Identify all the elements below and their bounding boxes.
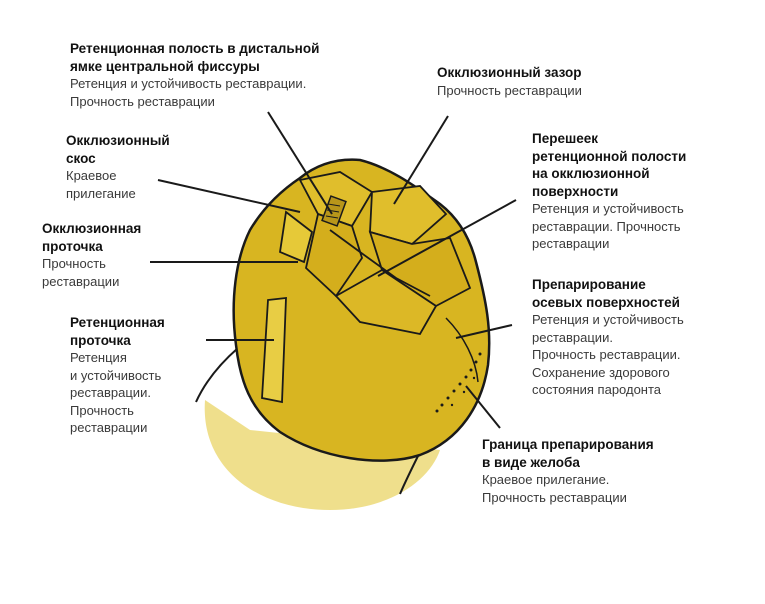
title-line: Граница препарирования xyxy=(482,437,654,452)
leader-occlusal-bevel xyxy=(157,179,301,213)
leader-distal-pit xyxy=(267,111,333,215)
label-occlusal-clearance: Окклюзионный зазор Прочность реставрации xyxy=(437,64,582,99)
title-line: ретенционной полости xyxy=(532,148,687,164)
desc-line: Сохранение здорового xyxy=(532,364,670,380)
desc-line: реставрации. xyxy=(532,329,613,345)
title-line: на окклюзионной xyxy=(532,166,650,181)
title-line: Окклюзионная xyxy=(42,221,142,236)
desc-line: Прочность xyxy=(70,402,134,418)
title-line: Препарирование xyxy=(532,277,646,292)
label-axial-prep: Препарирование осевых поверхностей Ретен… xyxy=(532,276,684,399)
title-line: в виде желоба xyxy=(482,454,580,470)
desc-line: Краевое прилегание. xyxy=(482,472,610,487)
title-line: проточка xyxy=(70,332,131,348)
desc-line: Ретенция xyxy=(70,350,127,365)
label-chamfer-margin: Граница препарирования в виде желоба Кра… xyxy=(482,436,654,506)
desc-line: Ретенция и устойчивость реставрации. xyxy=(70,76,307,91)
title-line: Ретенционная xyxy=(70,315,165,330)
label-isthmus: Перешеек ретенционной полости на окклюзи… xyxy=(532,130,686,253)
desc-line: Прочность реставрации xyxy=(437,82,582,98)
title-line: ямке центральной фиссуры xyxy=(70,58,260,74)
title-line: Перешеек xyxy=(532,131,598,146)
desc-line: Краевое xyxy=(66,168,117,183)
title-line: осевых поверхностей xyxy=(532,294,680,310)
desc-line: реставрации xyxy=(70,420,148,435)
root-outline-left xyxy=(195,347,239,403)
desc-line: состояния пародонта xyxy=(532,382,662,397)
central-fissure xyxy=(329,229,431,297)
leader-occlusal-clearance xyxy=(393,115,449,205)
occlusal-bevel-step xyxy=(279,210,314,264)
desc-line: реставрации. Прочность xyxy=(532,218,681,234)
title-line: скос xyxy=(66,150,96,166)
occlusal-facet-3 xyxy=(305,212,363,298)
desc-line: реставрации xyxy=(42,273,120,289)
desc-line: Прочность xyxy=(42,256,106,271)
desc-line: Ретенция и устойчивость xyxy=(532,312,684,327)
desc-line: реставрации xyxy=(532,236,610,251)
root-shadow xyxy=(204,400,440,510)
title-line: Окклюзионный xyxy=(66,133,170,148)
desc-line: Прочность реставрации xyxy=(70,93,215,109)
desc-line: прилегание xyxy=(66,185,136,201)
axial-wall-edge xyxy=(445,317,479,383)
desc-line: Прочность реставрации. xyxy=(532,347,681,362)
leader-isthmus xyxy=(377,199,517,277)
occlusal-facet-2 xyxy=(369,185,448,246)
desc-line: реставрации. xyxy=(70,385,151,400)
title-line: проточка xyxy=(42,238,103,254)
leader-chamfer-margin xyxy=(465,385,501,429)
title-line: Ретенционная полость в дистальной xyxy=(70,41,320,56)
label-occlusal-groove: Окклюзионная проточка Прочность реставра… xyxy=(42,220,141,290)
occlusal-facet-5 xyxy=(334,268,438,336)
label-occlusal-bevel: Окклюзионный скос Краевое прилегание xyxy=(66,132,170,202)
desc-line: Прочность реставрации xyxy=(482,489,627,505)
leader-axial-prep xyxy=(455,324,513,339)
label-distal-pit: Ретенционная полость в дистальной ямке ц… xyxy=(70,40,319,110)
label-retention-groove: Ретенционная проточка Ретенция и устойчи… xyxy=(70,314,165,437)
desc-line: Ретенция и устойчивость xyxy=(532,201,684,216)
retention-groove-shape xyxy=(261,296,287,404)
desc-line: и устойчивость xyxy=(70,367,162,383)
chamfer-margin-dots xyxy=(435,352,482,413)
title-line: Окклюзионный зазор xyxy=(437,65,582,80)
title-line: поверхности xyxy=(532,183,619,199)
